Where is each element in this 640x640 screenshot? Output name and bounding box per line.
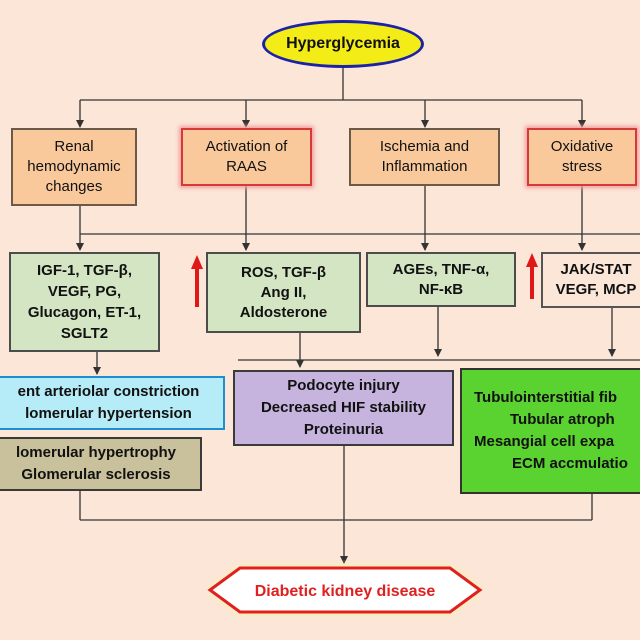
box-text-line: Glomerular sclerosis [21, 466, 171, 483]
box-text-line: AGEs, TNF-α, [392, 260, 490, 278]
box-text-line: NF-κB [418, 280, 464, 298]
box-text-line: Ang II, [260, 283, 307, 301]
box-text-line: Proteinuria [303, 421, 384, 438]
glomerular-hypertrophy-sclerosis-box: lomerular hypertrophy Glomerular scleros… [0, 437, 202, 491]
box-text-line: lomerular hypertension [25, 405, 192, 422]
ros-angii-aldosterone-box: ROS, TGF-β Ang II, Aldosterone [206, 252, 361, 333]
box-text-line: hemodynamic [27, 158, 121, 175]
box-text-line: ent arteriolar constriction [17, 383, 200, 400]
box-text-line: VEGF, PG, [47, 283, 122, 300]
box-text-line: lomerular hypertrophy [15, 444, 177, 461]
box-text-line: RAAS [226, 158, 267, 175]
box-text-line: IGF-1, TGF-β, [37, 262, 132, 279]
box-text-line: VEGF, MCP [555, 281, 637, 298]
diabetic-kidney-disease-label: Diabetic kidney disease [255, 583, 436, 600]
box-text-line: Decreased HIF stability [260, 399, 427, 416]
ischemia-and-inflammation-box: Ischemia and Inflammation [349, 128, 500, 186]
box-text-line: JAK/STAT [560, 261, 632, 278]
igf-tgf-vegf-mediators-box: IGF-1, TGF-β, VEGF, PG, Glucagon, ET-1, … [9, 252, 160, 352]
red-up-arrow-icon [526, 253, 538, 299]
box-text-line: Renal [54, 138, 94, 155]
box-text-line: ECM accmulatio [512, 455, 628, 472]
jak-stat-vegf-mcp-box: JAK/STAT VEGF, MCP [541, 252, 640, 308]
box-text-line: ROS, TGF-β [241, 263, 326, 281]
hyperglycemia-label: Hyperglycemia [286, 35, 400, 52]
ages-tnf-nfkb-box: AGEs, TNF-α, NF-κB [366, 252, 516, 307]
box-text-line: Aldosterone [239, 303, 328, 321]
box-text-line: stress [561, 158, 602, 175]
box-text-line: Glucagon, ET-1, [27, 304, 142, 321]
box-text-line: Activation of [205, 138, 288, 155]
arteriolar-constriction-hypertension-box: ent arteriolar constriction lomerular hy… [0, 376, 225, 430]
box-text-line: Inflammation [381, 158, 468, 175]
tubulointerstitial-fibrosis-box: Tubulointerstitial fib Tubular atroph Me… [460, 368, 640, 494]
box-text-line: Tubulointerstitial fib [474, 389, 618, 406]
box-text-line: Mesangial cell expa [474, 433, 615, 450]
red-up-arrow-icon [191, 255, 203, 307]
box-text-line: Oxidative [550, 138, 614, 155]
box-text-line: Podocyte injury [287, 377, 400, 394]
box-text-line: SGLT2 [60, 325, 109, 342]
diabetic-kidney-disease-node: Diabetic kidney disease [207, 566, 483, 614]
renal-hemodynamic-changes-box: Renal hemodynamic changes [11, 128, 137, 206]
box-text-line: Ischemia and [379, 138, 470, 155]
box-text-line: changes [45, 178, 103, 195]
oxidative-stress-box: Oxidative stress [527, 128, 637, 186]
hyperglycemia-node: Hyperglycemia [262, 20, 424, 68]
box-text-line: Tubular atroph [510, 411, 615, 428]
podocyte-injury-proteinuria-box: Podocyte injury Decreased HIF stability … [233, 370, 454, 446]
activation-of-raas-box: Activation of RAAS [181, 128, 312, 186]
